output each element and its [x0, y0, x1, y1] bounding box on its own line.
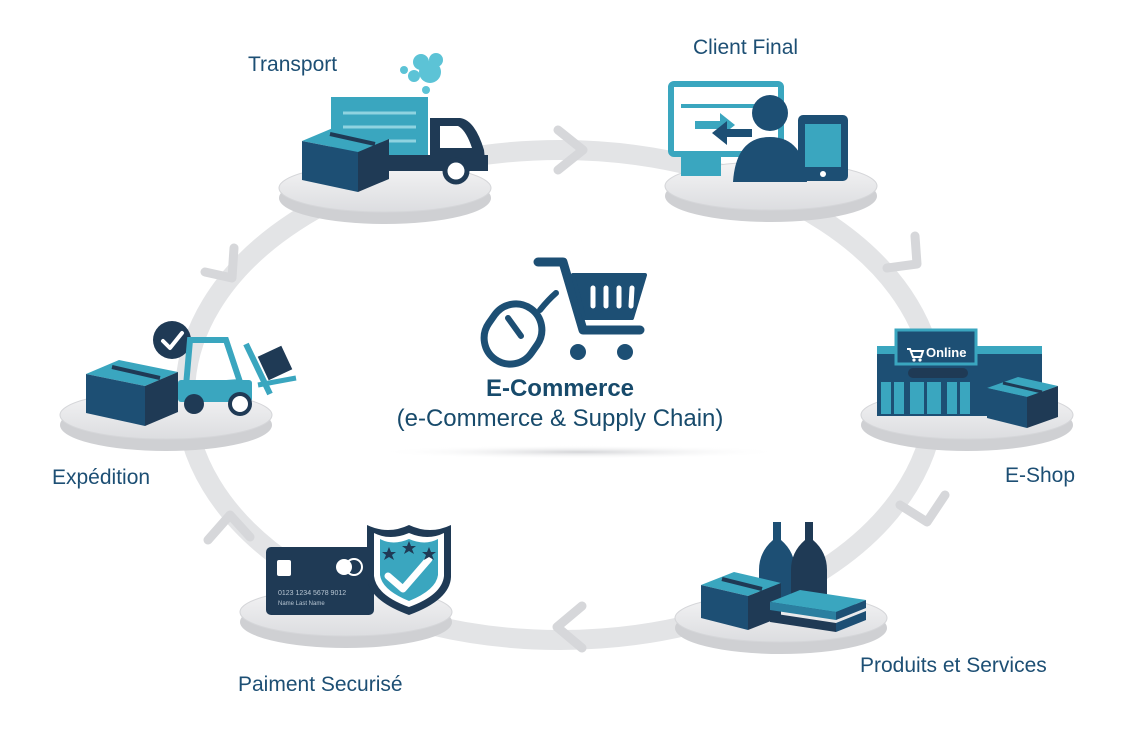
center-subtitle: (e-Commerce & Supply Chain) — [396, 405, 724, 432]
center-title: E-Commerce — [485, 375, 635, 402]
node-label-expedition: Expédition — [52, 466, 151, 489]
forklift-shipping-icon — [86, 321, 297, 426]
delivery-truck-icon — [302, 53, 488, 192]
secure-payment-icon: 0123 1234 5678 9012 Name Last Name — [266, 525, 451, 615]
cycle-arrows — [200, 125, 950, 653]
card-name: Name Last Name — [278, 601, 325, 607]
products-icon — [701, 522, 866, 632]
arrow-right-icon — [895, 490, 950, 527]
online-badge: Online — [926, 345, 966, 360]
card-number: 0123 1234 5678 9012 — [278, 590, 346, 597]
node-label-paiment: Paiment Securisé — [238, 673, 403, 696]
customer-screen-icon — [668, 81, 848, 182]
node-label-produits-services: Produits et Services — [860, 654, 1047, 677]
center-shadow — [375, 445, 785, 459]
arrow-upper-right-icon — [882, 231, 922, 273]
arrow-top-icon — [553, 125, 588, 175]
arrow-left-icon — [200, 243, 239, 283]
cart-with-mouse-icon — [480, 257, 647, 368]
node-label-transport: Transport — [248, 53, 338, 76]
node-label-client-final: Client Final — [693, 36, 799, 59]
arrow-lower-left-icon — [203, 510, 255, 545]
node-label-e-shop: E-Shop — [1005, 464, 1076, 487]
online-store-icon: Online — [877, 328, 1058, 428]
arrow-bottom-icon — [552, 601, 587, 653]
